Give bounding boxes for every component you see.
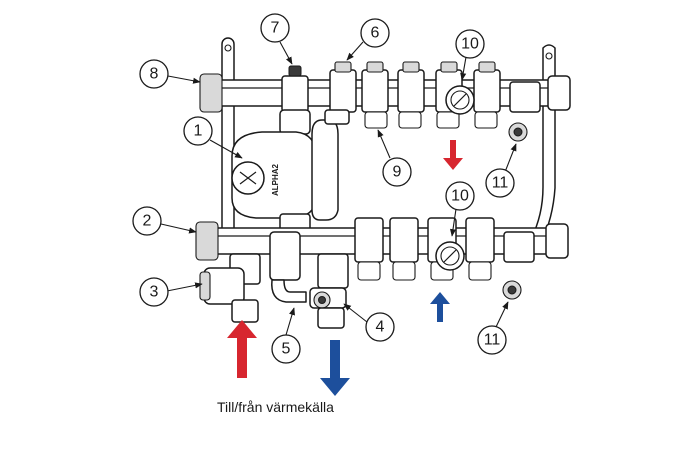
- callout-11-lower: 11: [477, 301, 509, 355]
- callout-label: 5: [282, 341, 291, 358]
- callout-label: 11: [484, 332, 501, 349]
- callout-3: 3: [139, 277, 203, 307]
- pump-brand-label: ALPHA2: [271, 163, 280, 196]
- bypass-pipe: [311, 109, 350, 221]
- callout-9: 9: [377, 129, 412, 187]
- callout-label: 11: [492, 175, 509, 192]
- callout-label: 9: [393, 164, 402, 181]
- caption: Till/från värmekälla: [217, 399, 334, 415]
- callout-label: 8: [150, 66, 159, 83]
- upper-manifold: [199, 61, 571, 142]
- callout-1: 1: [183, 116, 243, 159]
- lower-manifold: [195, 217, 569, 303]
- callout-label: 3: [150, 284, 159, 301]
- callout-label: 7: [271, 20, 280, 37]
- callout-5: 5: [271, 307, 301, 364]
- callout-label: 2: [143, 213, 152, 230]
- callout-10-lower: 10: [445, 181, 475, 237]
- right-wall-bracket: [530, 44, 556, 244]
- return-arrow-small: [430, 292, 450, 322]
- callout-label: 10: [461, 36, 479, 53]
- circulation-pump: ALPHA2: [231, 109, 317, 233]
- callout-label: 1: [194, 123, 203, 140]
- callout-label: 4: [376, 319, 385, 336]
- callout-11-upper: 11: [485, 143, 517, 198]
- callout-7: 7: [260, 13, 293, 65]
- callout-label: 6: [371, 25, 380, 42]
- callout-8: 8: [139, 59, 201, 89]
- return-valve: [309, 253, 349, 329]
- supply-arrow-small: [443, 140, 463, 170]
- callout-6: 6: [346, 18, 390, 61]
- supply-arrow-large: [227, 320, 257, 378]
- left-wall-bracket: [221, 37, 235, 254]
- callout-4: 4: [343, 303, 395, 342]
- callout-2: 2: [132, 206, 197, 236]
- callout-label: 10: [451, 188, 469, 205]
- callout-10-upper: 10: [455, 29, 485, 81]
- return-arrow-large: [320, 340, 350, 396]
- supply-valve: [199, 253, 261, 323]
